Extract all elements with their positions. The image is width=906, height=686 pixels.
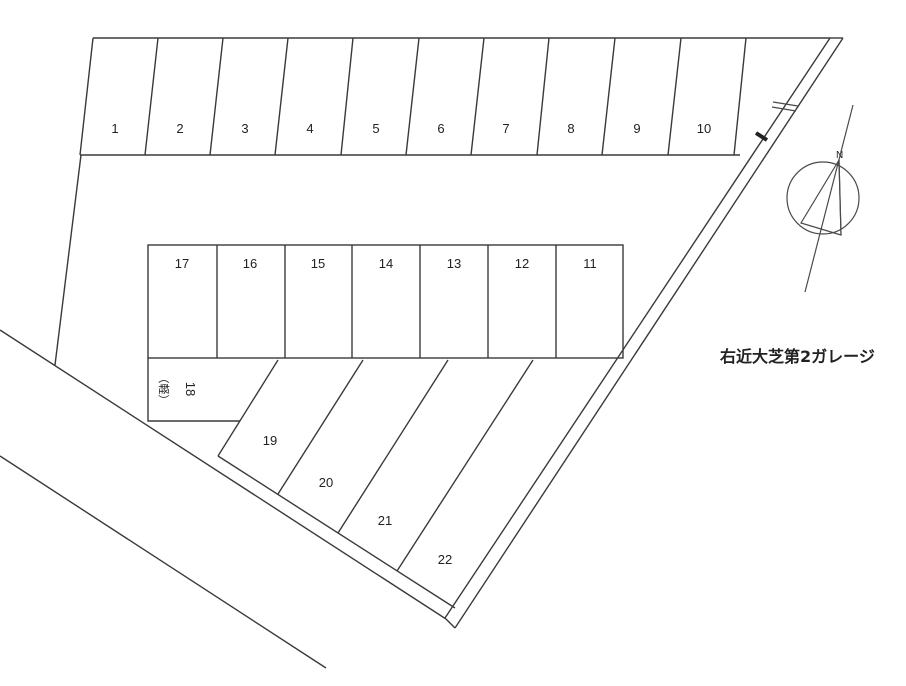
spot-8[interactable]: 8 [567, 121, 574, 136]
spot-18-note: （軽） [157, 373, 170, 406]
top-row-labels: 1 2 3 4 5 6 7 8 9 10 [111, 121, 711, 136]
spot-19[interactable]: 19 [263, 433, 277, 448]
spot-5[interactable]: 5 [372, 121, 379, 136]
north-label: N [836, 150, 843, 161]
spot-15[interactable]: 15 [311, 256, 325, 271]
spot-4[interactable]: 4 [306, 121, 313, 136]
diagonal-row-spots [217, 359, 534, 609]
spot-2[interactable]: 2 [176, 121, 183, 136]
spot-18-label: 18 [183, 382, 198, 396]
top-row-spots [79, 37, 830, 156]
spot-17[interactable]: 17 [175, 256, 189, 271]
lot-left-boundary [54, 154, 82, 366]
spot-6[interactable]: 6 [437, 121, 444, 136]
entrance-marker [754, 101, 799, 142]
spot-3[interactable]: 3 [241, 121, 248, 136]
spot-1[interactable]: 1 [111, 121, 118, 136]
spot-14[interactable]: 14 [379, 256, 393, 271]
garage-title: 右近大芝第2ガレージ [720, 347, 875, 366]
spot-16[interactable]: 16 [243, 256, 257, 271]
diagonal-row-labels: 19 20 21 22 [263, 433, 452, 567]
spot-22[interactable]: 22 [438, 552, 452, 567]
road [0, 329, 447, 669]
spot-9[interactable]: 9 [633, 121, 640, 136]
spot-13[interactable]: 13 [447, 256, 461, 271]
spot-12[interactable]: 12 [515, 256, 529, 271]
lot-right-boundary [444, 37, 844, 629]
spot-11[interactable]: 11 [583, 256, 597, 271]
middle-row-spots [147, 244, 624, 359]
spot-18[interactable]: 18 （軽） [147, 358, 240, 422]
north-compass-icon: N [786, 104, 860, 293]
middle-row-labels: 17 16 15 14 13 12 11 [175, 256, 597, 271]
spot-20[interactable]: 20 [319, 475, 333, 490]
spot-10[interactable]: 10 [697, 121, 711, 136]
spot-21[interactable]: 21 [378, 513, 392, 528]
spot-7[interactable]: 7 [502, 121, 509, 136]
